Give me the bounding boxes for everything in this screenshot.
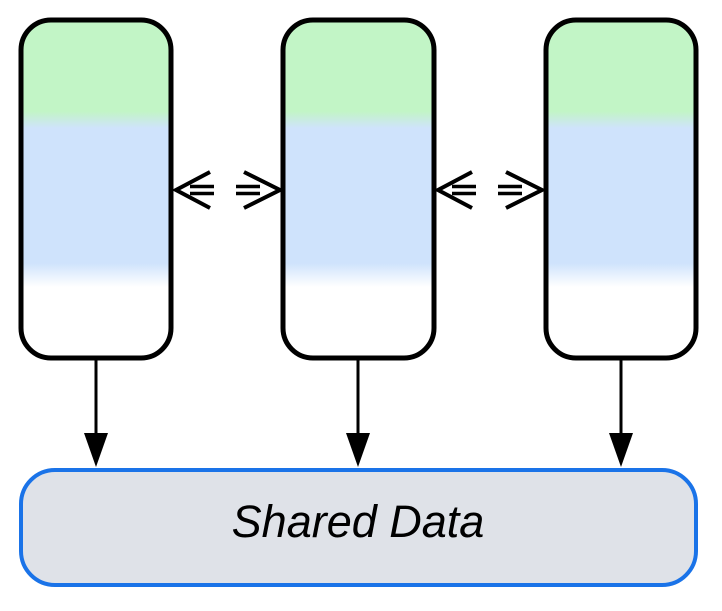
arrowhead-icon — [84, 433, 108, 467]
shared-data-label: Shared Data — [232, 496, 485, 547]
process-node-1 — [18, 17, 174, 361]
arrow-node-3-to-shared — [609, 359, 633, 467]
arrow-node-1-to-shared — [84, 359, 108, 467]
right-chevron-icon — [243, 170, 285, 210]
left-chevron-icon — [433, 170, 473, 210]
bidirectional-connector-2-3 — [433, 170, 547, 210]
process-node-3 — [543, 17, 699, 361]
shared-data-box — [19, 468, 698, 587]
arrow-node-2-to-shared — [346, 359, 370, 467]
arrowhead-icon — [346, 433, 370, 467]
left-chevron-icon — [171, 170, 211, 210]
process-node-2 — [280, 17, 437, 361]
right-chevron-icon — [505, 170, 547, 210]
arrowhead-icon — [609, 433, 633, 467]
bidirectional-connector-1-2 — [171, 170, 285, 210]
